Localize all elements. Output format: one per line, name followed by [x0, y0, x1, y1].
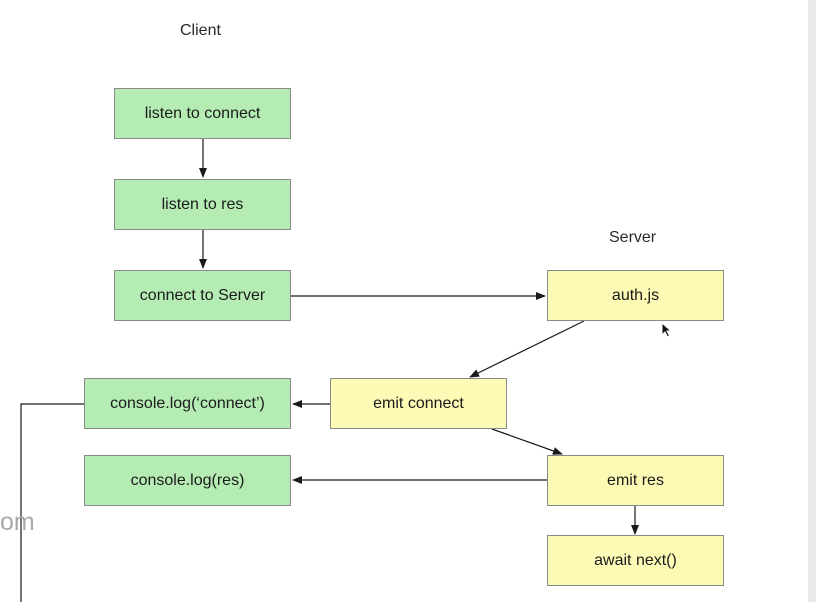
node-console-log-res-label: console.log(res): [130, 471, 245, 489]
watermark-text: om: [0, 508, 35, 536]
node-auth-js: auth.js: [547, 270, 724, 321]
node-console-log-res: console.log(res): [84, 455, 291, 506]
node-console-log-connect-label: console.log(‘connect’): [110, 394, 265, 412]
node-emit-connect-label: emit connect: [373, 394, 464, 412]
node-auth-js-label: auth.js: [611, 286, 660, 304]
node-await-next-label: await next(): [594, 551, 677, 569]
node-emit-res: emit res: [547, 455, 724, 506]
line-console-connect-exit: [20, 403, 84, 602]
node-listen-to-connect: listen to connect: [114, 88, 291, 139]
node-connect-to-server-label: connect to Server: [139, 286, 266, 304]
node-listen-to-res: listen to res: [114, 179, 291, 230]
client-lane-label: Client: [180, 22, 221, 39]
node-connect-to-server: connect to Server: [114, 270, 291, 321]
node-emit-res-label: emit res: [607, 471, 664, 489]
node-await-next: await next(): [547, 535, 724, 586]
mouse-pointer-icon: [661, 322, 673, 338]
arrow-emit-connect-to-emit-res: [491, 428, 563, 455]
server-lane-label: Server: [609, 229, 657, 246]
window-edge: [808, 0, 816, 602]
node-listen-to-res-label: listen to res: [161, 195, 244, 213]
node-emit-connect: emit connect: [330, 378, 507, 429]
arrow-auth-to-emit-connect: [469, 320, 585, 378]
node-console-log-connect: console.log(‘connect’): [84, 378, 291, 429]
node-listen-to-connect-label: listen to connect: [144, 104, 261, 122]
